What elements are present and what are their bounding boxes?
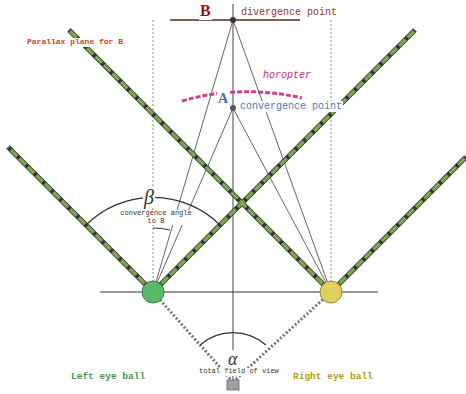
plane-label: Parallax plane for B	[26, 38, 124, 47]
field-of-view-lines	[8, 30, 466, 382]
angle-caption: total field of view	[198, 368, 280, 376]
point-b	[230, 17, 236, 23]
point-caption: divergence point	[240, 7, 338, 18]
point-a	[230, 105, 236, 111]
eye-vertical	[331, 20, 332, 292]
point-caption: convergence point	[239, 101, 343, 112]
beta-inner-arc	[153, 228, 170, 230]
cyclopean-eye	[227, 380, 239, 390]
point-label: A	[217, 91, 229, 106]
eye-label: Right eye ball	[292, 372, 374, 382]
horopter-curve	[182, 92, 302, 101]
angle-symbol: α	[227, 350, 238, 370]
right-eyeball	[320, 281, 342, 303]
angle-caption: convergence angle to B	[119, 210, 193, 225]
left-eyeball	[142, 281, 164, 303]
eye-label: Left eye ball	[70, 372, 146, 382]
alpha-arc	[200, 333, 266, 345]
sight-lines	[153, 20, 331, 292]
angle-symbol: β	[143, 186, 155, 208]
eye-vertical	[153, 20, 154, 292]
horopter-label: horopter	[262, 70, 312, 81]
point-label: B	[199, 2, 212, 20]
